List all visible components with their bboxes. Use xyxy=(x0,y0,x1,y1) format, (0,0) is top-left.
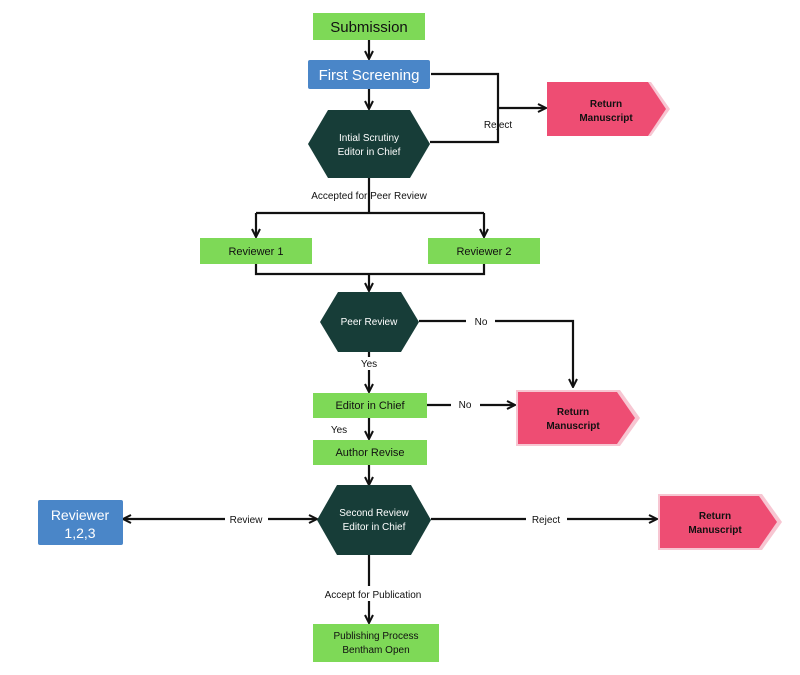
label-yes-1: Yes xyxy=(361,359,377,370)
submission-label: Submission xyxy=(330,19,408,36)
node-return-manuscript-3: Return Manuscript xyxy=(658,494,782,550)
first-screening-box xyxy=(308,60,430,89)
reviewers-123-line2: 1,2,3 xyxy=(64,525,95,541)
reviewers-123-line1: Reviewer xyxy=(51,507,110,523)
editor-in-chief-box xyxy=(313,393,427,418)
label-reject-1: Reject xyxy=(484,120,513,131)
return-2-line1: Return xyxy=(557,407,589,418)
label-reject-2: Reject xyxy=(532,515,561,526)
reviewer-2-box xyxy=(428,238,540,264)
first-screening-label: First Screening xyxy=(319,67,420,84)
second-review-shape xyxy=(317,485,431,555)
reviewers-123-box xyxy=(38,500,123,545)
initial-scrutiny-line1: Intial Scrutiny xyxy=(339,133,399,144)
publishing-box xyxy=(313,624,439,662)
label-no-2: No xyxy=(459,400,472,411)
publishing-line1: Publishing Process xyxy=(333,631,418,642)
node-return-manuscript-1: Return Manuscript xyxy=(547,82,670,136)
second-review-line2: Editor in Chief xyxy=(343,522,406,533)
label-yes-2: Yes xyxy=(331,425,347,436)
node-first-screening: First Screening xyxy=(308,60,430,89)
publishing-line2: Bentham Open xyxy=(342,645,409,656)
author-revise-box xyxy=(313,440,427,465)
second-review-line1: Second Review xyxy=(339,508,409,519)
node-second-review: Second Review Editor in Chief xyxy=(317,485,431,555)
node-editor-in-chief: Editor in Chief xyxy=(313,393,427,418)
node-submission: Submission xyxy=(313,13,425,40)
node-reviewers-123: Reviewer 1,2,3 xyxy=(38,500,123,545)
node-return-manuscript-2: Return Manuscript xyxy=(516,390,640,446)
node-author-revise: Author Revise xyxy=(313,440,427,465)
label-accept-publication: Accept for Publication xyxy=(325,590,422,601)
return-1-line1: Return xyxy=(590,99,622,110)
label-no-1: No xyxy=(475,317,488,328)
node-reviewer-2: Reviewer 2 xyxy=(428,238,540,264)
return-1-shape xyxy=(547,82,666,136)
node-reviewer-1: Reviewer 1 xyxy=(200,238,312,264)
author-revise-label: Author Revise xyxy=(335,447,404,459)
return-3-line2: Manuscript xyxy=(688,525,742,536)
edge-peer-no-b xyxy=(495,319,573,386)
editor-in-chief-label: Editor in Chief xyxy=(335,400,405,412)
reviewer-1-label: Reviewer 1 xyxy=(228,246,283,258)
return-1-line2: Manuscript xyxy=(579,113,633,124)
return-3-shape xyxy=(660,496,777,548)
return-3-line1: Return xyxy=(699,511,731,522)
label-review: Review xyxy=(230,515,264,526)
connectors xyxy=(124,40,656,622)
peer-review-label: Peer Review xyxy=(341,317,398,328)
node-peer-review: Peer Review xyxy=(320,292,419,352)
initial-scrutiny-line2: Editor in Chief xyxy=(338,147,401,158)
return-2-shape xyxy=(518,392,635,444)
initial-scrutiny-shape xyxy=(308,110,430,178)
node-initial-scrutiny: Intial Scrutiny Editor in Chief xyxy=(308,110,430,178)
reviewer-1-box xyxy=(200,238,312,264)
edge-reject-bracket xyxy=(430,72,500,144)
edge-labels: Reject Accepted for Peer Review No Yes N… xyxy=(230,120,561,601)
label-accepted-peer: Accepted for Peer Review xyxy=(311,191,427,202)
node-publishing-process: Publishing Process Bentham Open xyxy=(313,624,439,662)
submission-box xyxy=(313,13,425,40)
edge-merge-bar xyxy=(254,264,486,276)
return-2-line2: Manuscript xyxy=(546,421,600,432)
reviewer-2-label: Reviewer 2 xyxy=(456,246,511,258)
peer-review-shape xyxy=(320,292,419,352)
